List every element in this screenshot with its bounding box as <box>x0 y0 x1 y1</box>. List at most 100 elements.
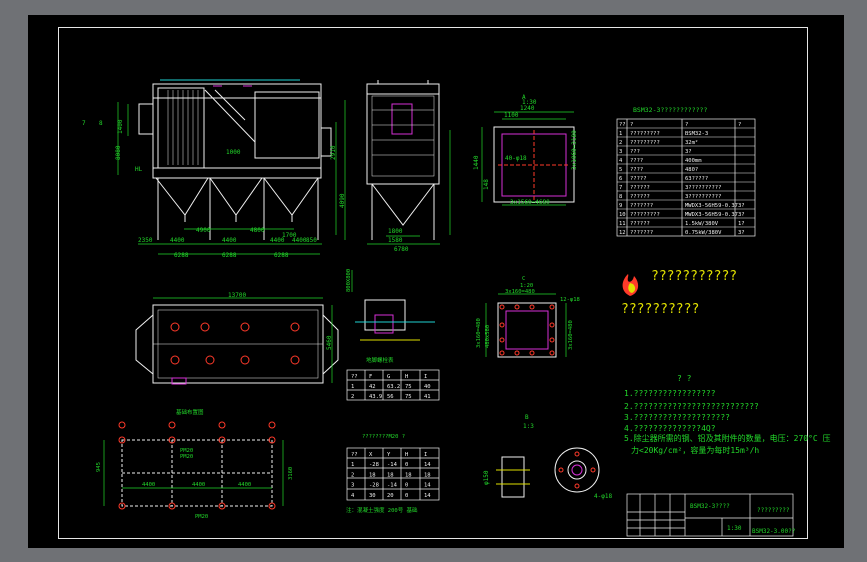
dim-label: 4400 <box>142 482 155 488</box>
table-cell: 3 <box>619 149 622 155</box>
dim-label: 40-φ18 <box>505 155 527 162</box>
front-view <box>138 79 332 240</box>
dim-label: 8080 <box>115 145 122 160</box>
dim-label: 3x160=480 <box>568 320 574 350</box>
table-cell: ???? <box>630 167 643 173</box>
note-3: 3.???????????????????? <box>624 413 730 422</box>
table-header: ?? <box>351 452 358 458</box>
table-cell: MWDX3-56H59-0.37 <box>685 212 738 218</box>
foundation-title: 基础布置图 <box>176 408 204 416</box>
table-cell: 1 <box>619 131 622 137</box>
dim-label: 4400 <box>270 237 285 244</box>
table-cell: 14 <box>424 493 431 499</box>
table-cell: 18 <box>387 472 394 478</box>
table-cell: 32m² <box>685 139 698 146</box>
table-cell: 12 <box>619 230 626 236</box>
table-cell: 41 <box>424 394 431 400</box>
dim-label: 4400 <box>292 237 307 244</box>
flame-logo-icon <box>622 274 639 296</box>
dim-label: 1100 <box>504 112 519 119</box>
plan-view-holes <box>170 322 300 365</box>
table-cell: 3? <box>738 203 745 209</box>
table-cell: 3? <box>685 149 692 155</box>
table-cell: 1? <box>738 221 745 227</box>
table-cell: 11 <box>619 221 626 227</box>
drawing-sheet <box>28 15 844 548</box>
table-header: H <box>405 452 408 458</box>
table-cell: 480? <box>685 167 698 173</box>
section-a <box>481 111 575 206</box>
table-cell: -14 <box>387 483 398 489</box>
detail-b <box>496 447 600 498</box>
table-cell: 4 <box>351 493 355 499</box>
table-cell: 18 <box>405 472 412 478</box>
table-cell: 3 <box>351 483 354 489</box>
table-cell: ????????? <box>630 131 660 137</box>
table-header: ? <box>738 122 741 128</box>
table-header: ? <box>630 122 633 128</box>
dim-label: 1240 <box>520 105 535 112</box>
table-cell: 14 <box>424 462 431 468</box>
table-cell: 9 <box>619 203 622 209</box>
table-cell: 8 <box>619 194 622 200</box>
section-scale: 1:20 <box>520 283 533 289</box>
table-cell: -28 <box>369 462 379 468</box>
dim-label: 3x160=480 <box>476 318 482 348</box>
table-cell: 5 <box>619 167 622 173</box>
dim-label: PM20 <box>195 514 208 520</box>
table-cell: 2 <box>351 394 354 400</box>
table-header: H <box>405 374 408 380</box>
table-cell: 2 <box>619 140 622 146</box>
table-cell: 1.5kW/380V <box>685 221 719 227</box>
table-header: ?? <box>351 374 358 380</box>
dim-label: 4800 <box>250 227 265 234</box>
watermark-line-2: ?????????? <box>621 302 699 317</box>
dim-label: 8 <box>99 120 103 127</box>
table-cell: 3? <box>738 230 745 236</box>
dim-label: 1800 <box>388 228 403 235</box>
table-cell: ??? <box>630 149 640 155</box>
table-header: ?? <box>619 122 626 128</box>
dim-label: 6288 <box>222 252 237 259</box>
table-cell: ??????? <box>630 203 653 209</box>
table-cell: 1 <box>351 462 354 468</box>
dim-label: 3x1560=4680 <box>510 199 550 206</box>
section-title: A <box>522 94 526 101</box>
table-cell: 18 <box>424 472 431 478</box>
table-header: X <box>369 452 373 458</box>
table-cell: 20 <box>387 493 394 499</box>
bolt-table-2-note: 注：混凝土强度 200号 基础 <box>346 506 418 514</box>
table-cell: -28 <box>369 483 379 489</box>
dim-label: 12-φ18 <box>560 297 580 303</box>
table-cell: 400mm <box>685 158 702 164</box>
title-block <box>626 493 794 537</box>
dim-label: 7 <box>82 120 86 127</box>
note-1: 1.????????????????? <box>624 389 716 398</box>
dim-label: 4900 <box>196 227 211 234</box>
dim-label: HL <box>135 166 143 173</box>
table-cell: 63.2 <box>387 384 400 390</box>
dim-label: 4090 <box>339 193 346 208</box>
title-block-title: BSM32-3???? <box>690 503 730 510</box>
dim-label: 148 <box>483 179 490 190</box>
dim-label: 1580 <box>388 237 403 244</box>
bolt-table-2-title: ????????M20 ? <box>362 434 405 440</box>
section-scale: 1:30 <box>522 99 537 106</box>
table-cell: BSM32-3 <box>685 131 708 137</box>
table-header: I <box>424 374 427 380</box>
table-cell: 43.9 <box>369 394 382 400</box>
foundation-bolts <box>118 421 276 510</box>
dim-label: 5460 <box>326 335 333 350</box>
table-cell: 6 <box>619 176 622 182</box>
plan-view <box>135 304 339 385</box>
watermark-line-1: ??????????? <box>651 269 737 284</box>
section-scale: 1:3 <box>523 423 534 430</box>
dim-label: 4400 <box>222 237 237 244</box>
spec-table-title: BSM32-3???????????? <box>633 106 707 114</box>
table-cell: ?????? <box>630 185 650 191</box>
dim-label: 4400 <box>192 482 205 488</box>
table-cell: ????? <box>630 176 647 182</box>
table-cell: 3?????????? <box>685 185 721 191</box>
